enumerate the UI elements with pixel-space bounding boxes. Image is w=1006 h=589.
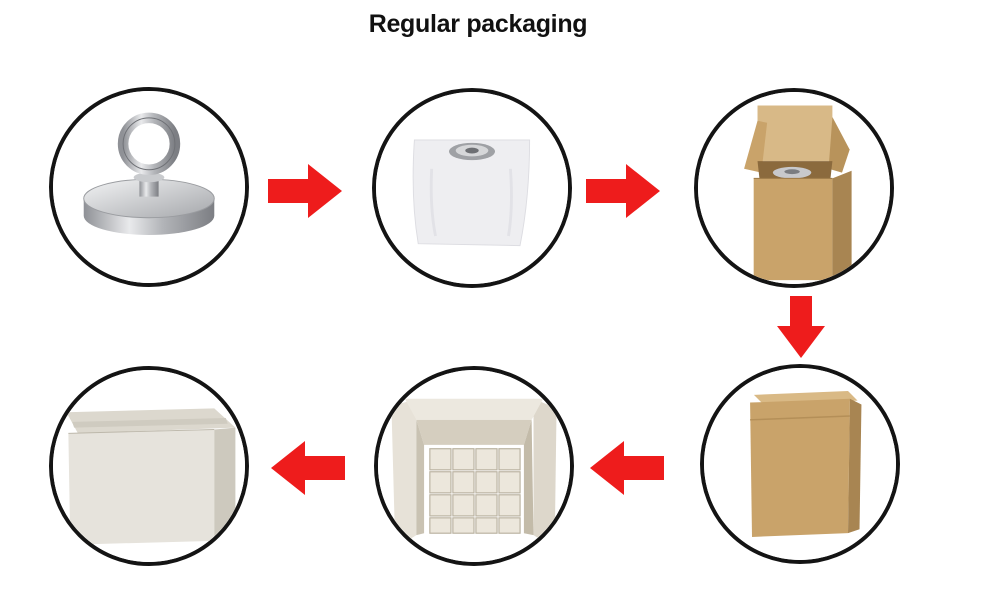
step-magnet <box>49 87 249 287</box>
arrow-right-2-icon <box>586 164 660 218</box>
sealed-carton-icon <box>53 370 245 562</box>
arrow-left-1-icon <box>590 441 664 495</box>
foam-block-icon <box>376 92 568 284</box>
arrow-right-1-icon <box>268 164 342 218</box>
step-foam <box>372 88 572 288</box>
step-carton-filled <box>374 366 574 566</box>
carton-filled-icon <box>378 370 570 562</box>
step-sealed-carton <box>49 366 249 566</box>
arrow-down-icon <box>777 296 825 358</box>
page-title: Regular packaging <box>368 10 588 38</box>
small-box-closed-icon <box>704 368 896 560</box>
step-small-box-open <box>694 88 894 288</box>
step-small-box-closed <box>700 364 900 564</box>
arrow-left-2-icon <box>271 441 345 495</box>
small-box-open-icon <box>698 92 890 284</box>
magnet-icon <box>53 91 245 283</box>
